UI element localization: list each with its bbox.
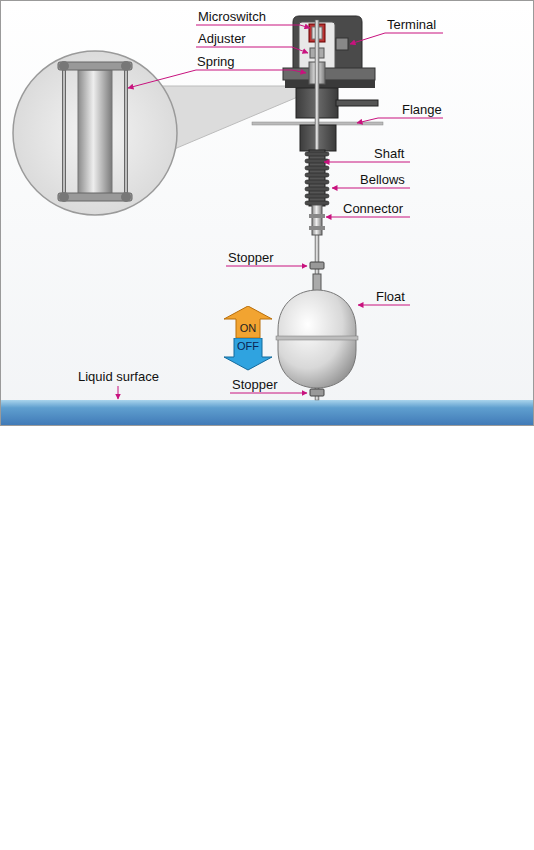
- leader-lines: [118, 25, 443, 399]
- part-label: Bellows: [360, 172, 405, 187]
- part-label: Microswitch: [198, 9, 266, 24]
- part-label: Stopper: [232, 377, 278, 392]
- arrow-label: ON: [240, 322, 257, 335]
- part-label: Spring: [197, 54, 235, 69]
- arrow-shape: ON: [224, 306, 272, 338]
- arrow-label: OFF: [237, 340, 259, 353]
- part-label: Stopper: [228, 250, 274, 265]
- part-label: Float: [376, 289, 405, 304]
- part-label: Terminal: [387, 17, 436, 32]
- bellows: [305, 150, 329, 206]
- arrow-fill: [224, 306, 272, 338]
- arrow-fill: [224, 338, 272, 370]
- part-label: Shaft: [374, 146, 404, 161]
- arrow-shape: OFF: [224, 338, 272, 370]
- part-label: Liquid surface: [78, 369, 159, 384]
- part-label: Adjuster: [198, 31, 246, 46]
- part-label: Flange: [402, 102, 442, 117]
- spring-detail: [58, 61, 132, 202]
- part-label: Connector: [343, 201, 403, 216]
